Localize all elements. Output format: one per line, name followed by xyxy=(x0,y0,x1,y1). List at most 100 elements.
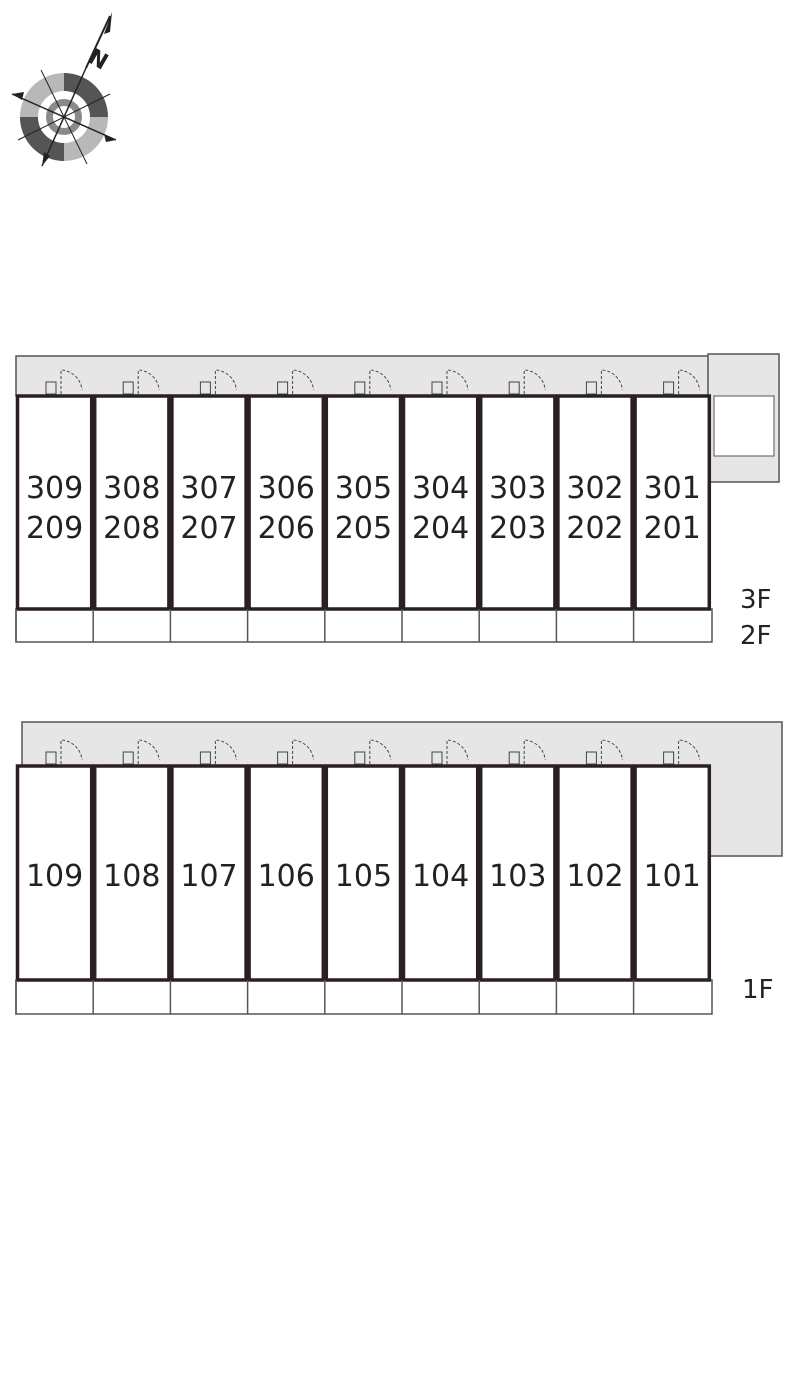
lower-unit-101: 101 xyxy=(632,739,712,1014)
unit-label-303: 303 xyxy=(489,471,546,506)
meter-box-icon xyxy=(354,751,366,765)
lower-unit-108: 108 xyxy=(92,739,171,1014)
unit-label-207: 207 xyxy=(180,511,237,546)
meter-box-icon xyxy=(663,381,675,395)
door-swing-icon xyxy=(292,739,315,764)
unit-wall xyxy=(92,394,171,611)
unit-label-307: 307 xyxy=(180,471,237,506)
door-swing-icon xyxy=(523,739,546,764)
door-swing-icon xyxy=(600,739,623,764)
meter-box-icon xyxy=(122,751,134,765)
unit-label-109: 109 xyxy=(26,859,83,894)
door-swing-icon xyxy=(214,369,237,394)
lower-unit-102: 102 xyxy=(555,739,634,1014)
door-swing-icon xyxy=(369,369,392,394)
meter-box-icon xyxy=(45,751,57,765)
lower-unit-104: 104 xyxy=(401,739,480,1014)
meter-box-icon xyxy=(431,381,443,395)
lower-unit-109: 109 xyxy=(15,739,94,1014)
compass-rose-icon xyxy=(11,12,117,167)
door-swing-icon xyxy=(600,369,623,394)
unit-wall xyxy=(478,394,557,611)
unit-label-302: 302 xyxy=(566,471,623,506)
unit-wall xyxy=(401,764,480,982)
unit-label-209: 209 xyxy=(26,511,83,546)
door-swing-icon xyxy=(60,739,83,764)
unit-wall xyxy=(247,394,326,611)
door-swing-icon xyxy=(214,739,237,764)
unit-label-106: 106 xyxy=(258,859,315,894)
meter-box-icon xyxy=(431,751,443,765)
unit-wall xyxy=(633,764,712,982)
upper-corridor xyxy=(15,355,713,397)
meter-box-icon xyxy=(585,381,597,395)
lower-balcony-strip xyxy=(15,979,713,1015)
unit-label-309: 309 xyxy=(26,471,83,506)
unit-label-107: 107 xyxy=(180,859,237,894)
unit-wall xyxy=(170,764,248,982)
unit-label-203: 203 xyxy=(489,511,546,546)
unit-label-202: 202 xyxy=(566,511,623,546)
unit-wall xyxy=(556,764,634,982)
upper-units: 3092093082083072073062063052053042043032… xyxy=(15,369,712,642)
meter-box-icon xyxy=(199,751,211,765)
meter-box-icon xyxy=(508,751,520,765)
meter-box-icon xyxy=(663,751,675,765)
unit-label-304: 304 xyxy=(412,471,469,506)
door-swing-icon xyxy=(446,739,469,764)
upper-stair-shaft xyxy=(713,395,775,457)
door-swing-icon xyxy=(446,369,469,394)
meter-box-icon xyxy=(199,381,211,395)
meter-box-icon xyxy=(45,381,57,395)
unit-wall xyxy=(324,394,403,611)
unit-label-108: 108 xyxy=(103,859,160,894)
unit-label-102: 102 xyxy=(566,859,623,894)
upper-block: 3092093082083072073062063052053042043032… xyxy=(15,353,780,651)
lower-unit-103: 103 xyxy=(478,739,557,1014)
unit-label-301: 301 xyxy=(644,471,701,506)
unit-wall xyxy=(478,764,557,982)
meter-box-icon xyxy=(277,751,289,765)
meter-box-icon xyxy=(277,381,289,395)
unit-label-104: 104 xyxy=(412,859,469,894)
unit-label-305: 305 xyxy=(335,471,392,506)
upper-balcony-strip xyxy=(15,608,713,643)
door-swing-icon xyxy=(60,369,83,394)
door-swing-icon xyxy=(678,369,701,394)
lower-unit-106: 106 xyxy=(246,739,326,1014)
unit-label-206: 206 xyxy=(258,511,315,546)
door-swing-icon xyxy=(523,369,546,394)
north-label: N xyxy=(84,45,112,76)
unit-wall xyxy=(92,764,171,982)
floor-label-3f: 3F xyxy=(740,585,772,615)
unit-label-205: 205 xyxy=(335,511,392,546)
door-swing-icon xyxy=(678,739,701,764)
unit-label-103: 103 xyxy=(489,859,546,894)
door-swing-icon xyxy=(137,739,160,764)
meter-box-icon xyxy=(122,381,134,395)
unit-wall xyxy=(170,394,248,611)
unit-label-105: 105 xyxy=(335,859,392,894)
lower-unit-107: 107 xyxy=(169,739,248,1014)
meter-box-icon xyxy=(508,381,520,395)
unit-label-201: 201 xyxy=(644,511,701,546)
meter-box-icon xyxy=(585,751,597,765)
unit-wall xyxy=(633,394,712,611)
door-swing-icon xyxy=(137,369,160,394)
lower-units: 109 108 107 106 105 104 103 102 101 xyxy=(15,739,712,1014)
unit-wall xyxy=(556,394,634,611)
unit-label-204: 204 xyxy=(412,511,469,546)
unit-wall xyxy=(247,764,326,982)
floor-label-2f: 2F xyxy=(740,621,772,651)
